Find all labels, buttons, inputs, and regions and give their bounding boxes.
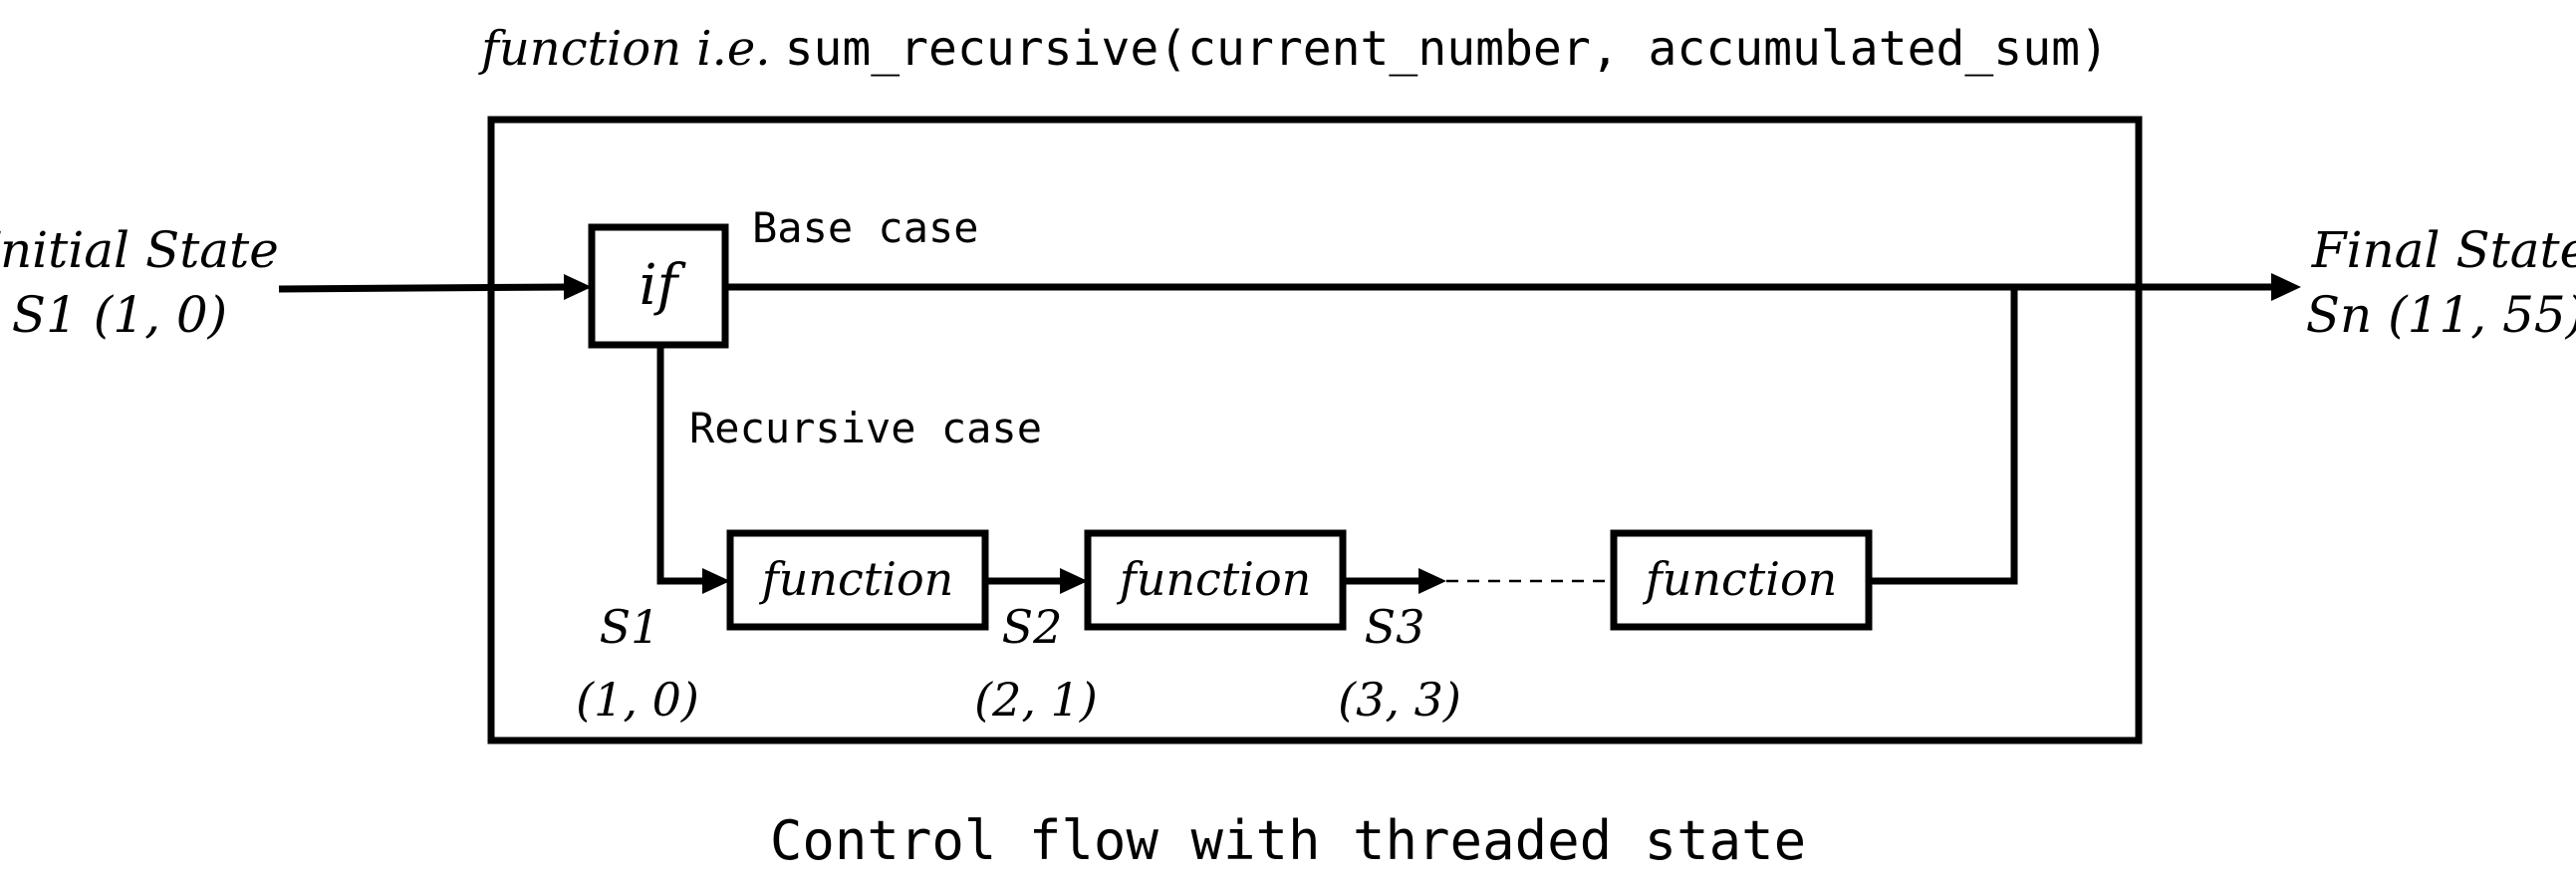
return-line xyxy=(1869,287,2018,585)
base-case-label: Base case xyxy=(752,203,979,252)
connector-1-2-arrowhead xyxy=(1060,568,1088,594)
function-box-1-label: function xyxy=(759,552,954,606)
function-box-2 xyxy=(1084,529,1347,631)
recursive-case-line xyxy=(656,345,707,585)
title-prefix: function i.e. xyxy=(478,21,770,77)
state-s2-value: (2, 1) xyxy=(974,673,1098,727)
recursive-arrowhead xyxy=(702,568,730,594)
state-s1-value: (1, 0) xyxy=(576,673,699,727)
output-arrowhead xyxy=(2271,273,2301,301)
recursive-case-label: Recursive case xyxy=(689,404,1042,452)
final-state-label: Final State xyxy=(2311,221,2576,279)
initial-state-value: S1 (1, 0) xyxy=(12,286,227,344)
state-s2-name: S2 xyxy=(1002,600,1063,654)
function-box-2-label: function xyxy=(1117,552,1312,606)
diagram-title: function i.e. sum_recursive(current_numbe… xyxy=(478,21,2109,77)
state-s1-name: S1 xyxy=(600,600,660,654)
title-function-signature: sum_recursive(current_number, accumulate… xyxy=(785,21,2109,77)
input-arrow-line xyxy=(278,283,569,293)
diagram-caption: Control flow with threaded state xyxy=(770,809,1806,872)
initial-state-label: Initial State xyxy=(0,221,279,279)
connector-2-3-arrowhead xyxy=(1418,568,1446,594)
function-box-1 xyxy=(726,529,989,631)
if-box xyxy=(588,223,729,349)
function-box-3-label: function xyxy=(1643,552,1838,606)
state-s3-name: S3 xyxy=(1365,600,1425,654)
state-s3-value: (3, 3) xyxy=(1338,673,1461,727)
final-state-value: Sn (11, 55) xyxy=(2306,286,2576,344)
function-frame xyxy=(487,116,2143,744)
input-arrowhead xyxy=(564,274,592,300)
